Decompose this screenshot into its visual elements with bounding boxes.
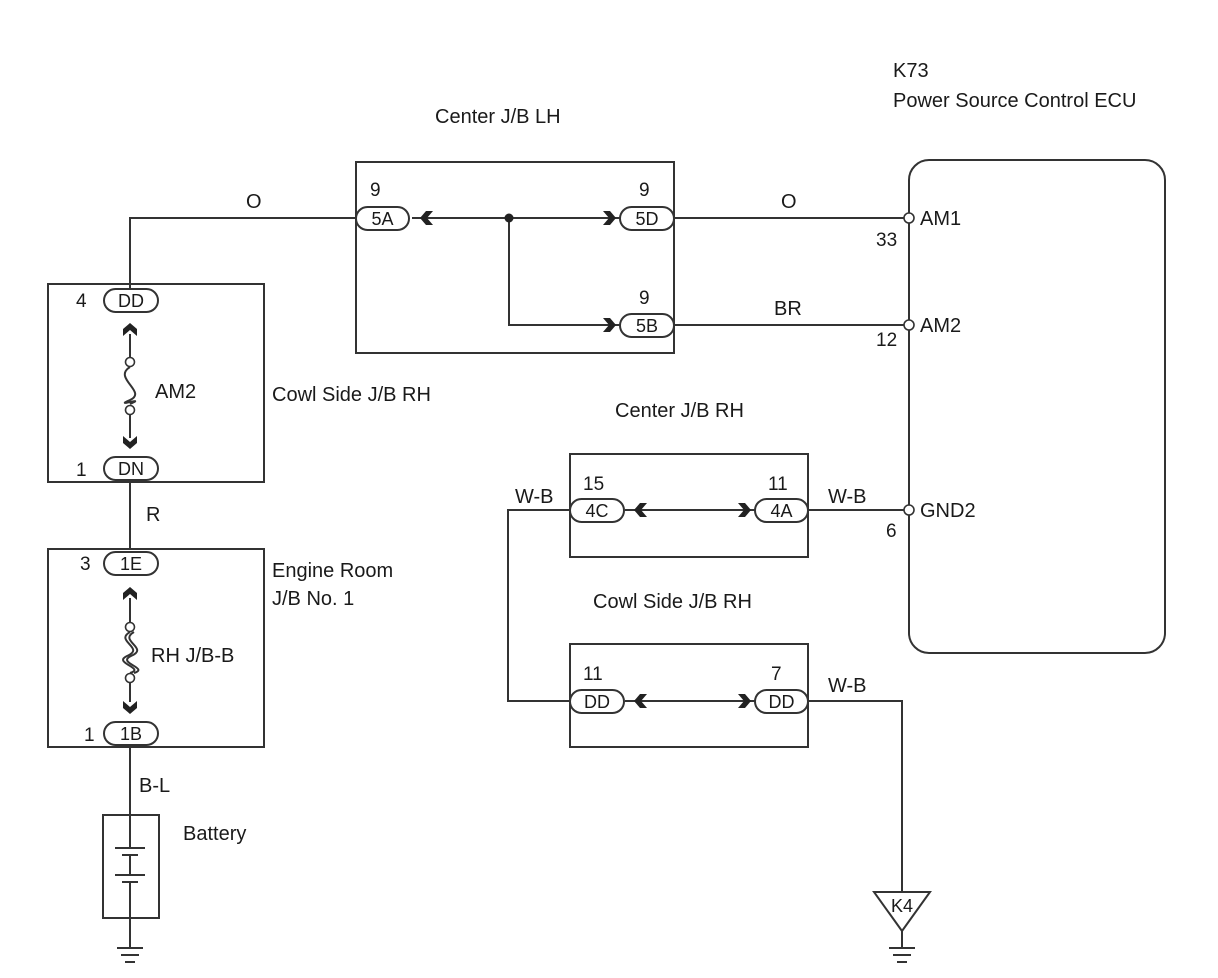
terminal-gnd2-pin: 6: [886, 521, 897, 542]
wires: [129, 213, 904, 892]
connector-dd-pin: 4: [76, 291, 87, 312]
connector-5a-pin: 9: [370, 180, 381, 201]
connector-dd: [569, 689, 625, 714]
wire-wb-loop: [507, 509, 570, 702]
ecu-code: K73: [893, 60, 929, 82]
connector-1b-label: 1B: [120, 724, 142, 744]
wire-wb-ground: [808, 700, 903, 892]
connector-dn-pin: 1: [76, 460, 87, 481]
splice-point: [504, 213, 514, 223]
connector-4a: [754, 498, 809, 523]
fuse-terminal: [124, 621, 136, 633]
cowl-side-jb-rh-lower-title: Cowl Side J/B RH: [593, 591, 752, 613]
center-jb-rh-title: Center J/B RH: [615, 400, 744, 422]
cowl-side-jb-rh-upper: Cowl Side J/B RH 4 DD AM2 1 DN: [47, 283, 431, 483]
center-jb-rh-box: [569, 453, 809, 558]
cowl-side-jb-rh-lower-box: [569, 643, 809, 748]
arrow-down-icon: [123, 701, 137, 714]
cowl-side-jb-rh-title: Cowl Side J/B RH: [272, 384, 431, 406]
connector-dd-pin: 11: [583, 664, 603, 685]
fuse-terminal: [124, 404, 136, 416]
terminal-am1-pin: 33: [876, 230, 897, 251]
connector-4a-pin: 11: [768, 474, 788, 495]
ground-point-label: K4: [891, 896, 913, 916]
connector-1b-pin: 1: [84, 725, 95, 746]
center-jb-lh-title: Center J/B LH: [435, 106, 561, 128]
connector-5d-label: 5D: [635, 209, 658, 229]
connector-5a: [355, 206, 410, 231]
connector-4c-label: 4C: [585, 501, 608, 521]
connector-5d: [619, 206, 675, 231]
terminal-am2-pin: 12: [876, 330, 897, 351]
connector-1e: [103, 551, 159, 576]
fuse-terminal: [124, 356, 136, 368]
wire-color-label: O: [781, 191, 797, 213]
terminal-am2-label: AM2: [920, 315, 961, 337]
fuse-icon: [126, 631, 140, 674]
connector-dd-label: DD: [769, 692, 795, 712]
engine-room-jb-box: [47, 548, 265, 748]
ecu-box: [908, 159, 1166, 654]
connector-1e-label: 1E: [120, 554, 142, 574]
fuse-icon: [123, 366, 137, 405]
wire-color-label: O: [246, 191, 262, 213]
wire-color-label: B-L: [139, 775, 170, 797]
center-jb-lh-box: [355, 161, 675, 354]
wire-color-label: W-B: [828, 675, 867, 697]
connector-4a-label: 4A: [770, 501, 792, 521]
connector-dd-label: DD: [118, 291, 144, 311]
connector-1e-pin: 3: [80, 554, 91, 575]
power-source-control-ecu: K73 Power Source Control ECU AM1 33 AM2 …: [876, 60, 1166, 654]
cowl-side-jb-rh-box: [47, 283, 265, 483]
ground-icon: [117, 947, 143, 963]
connector-dd: [754, 689, 809, 714]
connector-5b-label: 5B: [636, 316, 658, 336]
ground-point-marker: [872, 891, 932, 933]
wire-color-label: W-B: [828, 486, 867, 508]
terminal-am2: [903, 319, 915, 331]
wire-color-label: W-B: [515, 486, 554, 508]
connector-5d-pin: 9: [639, 180, 650, 201]
terminal-am1-label: AM1: [920, 208, 961, 230]
center-jb-rh: Center J/B RH 15 4C 11 4A: [569, 400, 809, 558]
wire-color-label: R: [146, 504, 160, 526]
fuse-label: AM2: [155, 381, 196, 403]
engine-room-jb-title-1: Engine Room: [272, 560, 393, 582]
connector-5a-label: 5A: [371, 209, 393, 229]
fuse-terminal: [124, 672, 136, 684]
wire-color-label: BR: [774, 298, 802, 320]
connector-4c: [569, 498, 625, 523]
connector-dn: [103, 456, 159, 481]
fuse-label: RH J/B-B: [151, 645, 234, 667]
center-jb-lh: Center J/B LH 9 5A 9 5D 9 5B: [355, 106, 675, 354]
ground-icon: [889, 947, 915, 963]
wire-o-left: [129, 217, 356, 288]
battery-label: Battery: [183, 823, 246, 845]
connector-dn-label: DN: [118, 459, 144, 479]
connector-4c-pin: 15: [583, 474, 604, 495]
ground-point-k4: K4: [872, 891, 932, 963]
engine-room-jb-title-2: J/B No. 1: [272, 588, 354, 610]
terminal-gnd2-label: GND2: [920, 500, 976, 522]
terminal-am1: [903, 212, 915, 224]
engine-room-jb-no1: Engine Room J/B No. 1 3 1E RH J/B-B 1 1B: [47, 548, 393, 748]
connector-dd-label: DD: [584, 692, 610, 712]
fuse-icon: [122, 631, 136, 674]
connector-5b: [619, 313, 675, 338]
cowl-side-jb-rh-lower: Cowl Side J/B RH 11 DD 7 DD: [569, 591, 809, 748]
jb-lh-internal-branch: [508, 218, 620, 326]
battery: Battery: [102, 814, 246, 963]
connector-dd-pin: 7: [771, 664, 782, 685]
ecu-name: Power Source Control ECU: [893, 90, 1136, 112]
connector-5b-pin: 9: [639, 288, 650, 309]
terminal-gnd2: [903, 504, 915, 516]
connector-1b: [103, 721, 159, 746]
connector-dd: [103, 288, 159, 313]
